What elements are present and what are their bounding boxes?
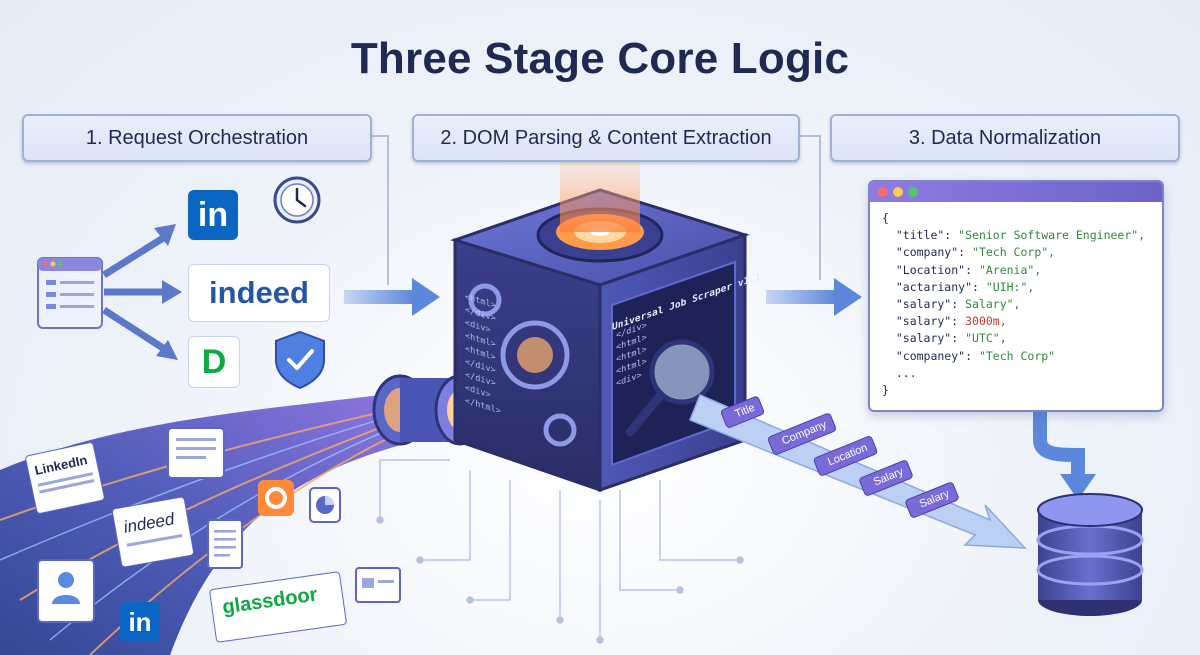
json-key: "company": — [882, 245, 973, 260]
shield-check-icon — [275, 330, 325, 390]
json-line: "salary": 3000m, — [882, 313, 1150, 330]
glassdoor-logo-text: D — [201, 342, 227, 381]
json-line: ... — [882, 365, 1150, 382]
json-line: "salary": Salary", — [882, 296, 1150, 313]
stage-arrow-2 — [766, 278, 862, 316]
pie-chart-icon — [309, 487, 341, 523]
database-icon — [1036, 493, 1144, 616]
stage-1-label: 1. Request Orchestration — [85, 126, 309, 149]
json-key: ... — [882, 365, 917, 380]
json-value: "UIH:", — [985, 279, 1035, 294]
json-line: "Location": "Arenia", — [882, 262, 1150, 279]
json-line: "salary": "UTC", — [882, 330, 1150, 347]
stream-card-linkedin-tile-text: in — [128, 606, 152, 637]
field-tag-label: Title — [733, 401, 757, 421]
json-line: "companey": "Tech Corp" — [882, 348, 1150, 365]
magnifier-icon — [625, 339, 715, 437]
json-window-titlebar — [870, 182, 1162, 202]
json-to-db-arrow — [1033, 410, 1096, 500]
json-key: "salary": — [882, 297, 966, 312]
json-value: 3000m, — [965, 314, 1007, 329]
profile-card-icon — [37, 559, 95, 623]
stage-2-label: 2. DOM Parsing & Content Extraction — [440, 126, 772, 149]
document-icon — [355, 567, 401, 603]
json-key: "salary": — [882, 331, 966, 346]
connector-line — [370, 135, 389, 285]
json-value: "Tech Corp", — [972, 245, 1056, 260]
browser-window-icon — [37, 257, 103, 329]
json-key: { — [882, 211, 889, 225]
json-output-window: { "title": "Senior Software Engineer", "… — [868, 180, 1164, 412]
connector-line — [800, 135, 821, 280]
maximize-dot-icon — [908, 187, 918, 197]
cube-front-code: <html></div><div><html><html></div></div… — [465, 291, 525, 426]
close-dot-icon — [878, 187, 888, 197]
json-key: "salary": — [882, 314, 966, 329]
json-line: "title": "Senior Software Engineer", — [882, 227, 1150, 244]
json-key: "Location": — [882, 262, 979, 277]
document-icon — [207, 519, 243, 569]
clock-icon — [273, 176, 321, 224]
linkedin-logo: in — [188, 190, 238, 240]
indeed-logo: indeed — [188, 264, 330, 322]
json-line: { — [882, 210, 1150, 227]
page-title: Three Stage Core Logic — [350, 34, 850, 83]
stage-3-box: 3. Data Normalization — [830, 114, 1180, 162]
document-icon — [167, 427, 225, 479]
json-code-body: { "title": "Senior Software Engineer", "… — [870, 202, 1162, 407]
json-value: Salary", — [965, 297, 1021, 312]
stage-3-label: 3. Data Normalization — [908, 126, 1102, 149]
stage-arrow-1 — [344, 278, 440, 316]
json-key: "title": — [882, 228, 959, 243]
stage-1-box: 1. Request Orchestration — [22, 114, 372, 162]
json-line: "actariany": "UIH:", — [882, 279, 1150, 296]
linkedin-logo-text: in — [197, 195, 229, 234]
json-value: "Senior Software Engineer", — [958, 228, 1146, 243]
stage-2-box: 2. DOM Parsing & Content Extraction — [412, 114, 800, 162]
json-line: } — [882, 382, 1150, 399]
fanout-arrows — [102, 224, 182, 360]
gear-tile-icon — [258, 480, 294, 516]
json-key: "actariany": — [882, 279, 986, 294]
stream-card-linkedin-tile: in — [120, 602, 160, 642]
json-key: "companey": — [882, 348, 979, 363]
stream-card-indeed: indeed — [111, 496, 195, 568]
json-value: "UTC", — [965, 331, 1007, 346]
json-key: } — [882, 383, 889, 398]
json-value: "Tech Corp" — [978, 348, 1056, 363]
indeed-logo-text: indeed — [209, 275, 309, 310]
minimize-dot-icon — [893, 187, 903, 197]
circuit-traces — [376, 459, 744, 644]
json-line: "company": "Tech Corp", — [882, 244, 1150, 261]
glassdoor-logo: D — [188, 336, 240, 388]
json-value: "Arenia", — [978, 262, 1042, 277]
